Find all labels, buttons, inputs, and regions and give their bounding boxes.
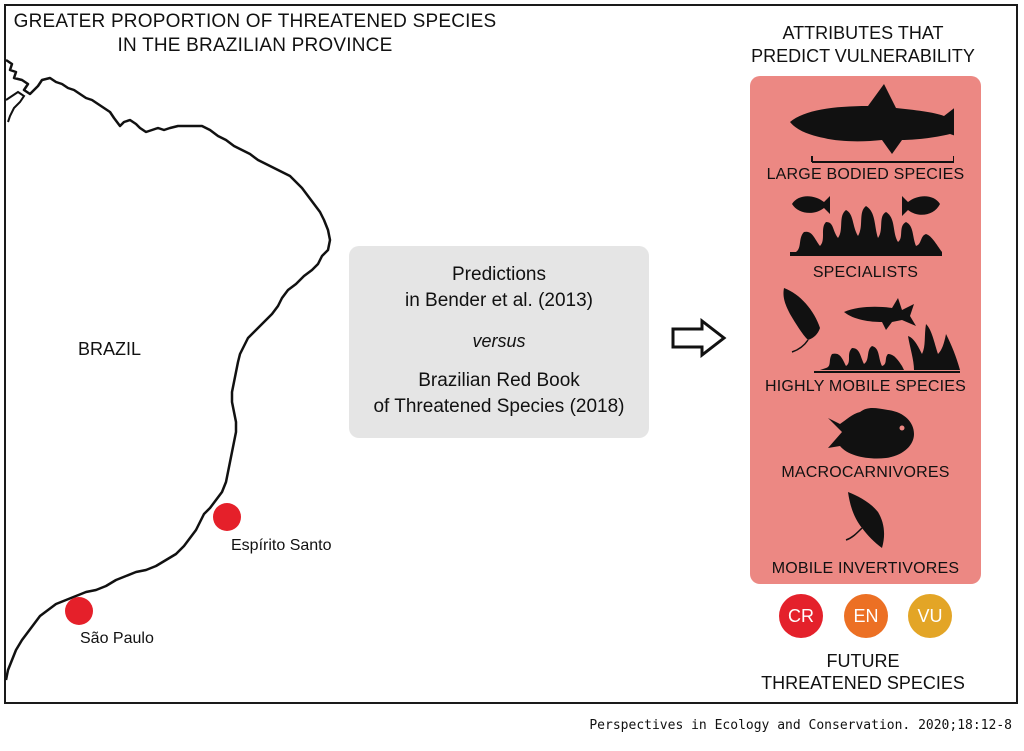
- attribute-macrocarnivores: MACROCARNIVORES: [781, 464, 950, 481]
- versus-label: versus: [472, 331, 526, 351]
- country-label: BRAZIL: [78, 339, 142, 359]
- title-line-1: GREATER PROPORTION OF THREATENED SPECIES: [13, 11, 497, 32]
- attribute-specialists: SPECIALISTS: [812, 264, 919, 281]
- attribute-large-bodied-species: LARGE BODIED SPECIES: [766, 166, 965, 183]
- attribute-highly-mobile-species: HIGHLY MOBILE SPECIES: [764, 378, 966, 395]
- stingray-icon: [845, 492, 885, 548]
- attributes-title-line-2: PREDICT VULNERABILITY: [751, 46, 975, 66]
- sao-paulo-marker: [65, 597, 93, 625]
- comparison-line-3: Brazilian Red Book: [418, 370, 580, 391]
- espirito-santo-marker: [213, 503, 241, 531]
- shark-icon: [790, 84, 954, 163]
- citation-text: Perspectives in Ecology and Conservation…: [589, 718, 1012, 733]
- future-line-1: FUTURE: [826, 651, 900, 671]
- future-line-2: THREATENED SPECIES: [761, 673, 965, 693]
- coral-reef-fish-icon: [790, 196, 942, 256]
- coastline-path: [4, 58, 332, 681]
- attributes-title-line-1: ATTRIBUTES THAT: [782, 23, 944, 43]
- comparison-line-1: Predictions: [452, 264, 546, 285]
- ray-shark-coral-icon: [783, 288, 960, 373]
- status-badge-en: EN: [844, 594, 888, 638]
- status-badge-cr: CR: [779, 594, 823, 638]
- status-badge-vu: VU: [908, 594, 952, 638]
- comparison-box: Predictions in Bender et al. (2013) vers…: [349, 246, 649, 438]
- attributes-panel: LARGE BODIED SPECIES SPECIALISTS HIGHLY …: [750, 76, 981, 584]
- future-threatened-label: FUTURE THREATENED SPECIES: [740, 650, 986, 694]
- comparison-line-4: of Threatened Species (2018): [373, 396, 625, 417]
- figure-title: GREATER PROPORTION OF THREATENED SPECIES…: [12, 10, 498, 58]
- attribute-mobile-invertivores: MOBILE INVERTIVORES: [771, 560, 960, 577]
- grouper-fish-icon: [828, 408, 914, 459]
- right-arrow-icon: [671, 318, 727, 358]
- coastline-detail-path: [5, 90, 26, 123]
- comparison-line-2: in Bender et al. (2013): [404, 290, 593, 311]
- city-label-sao-paulo: São Paulo: [80, 630, 154, 647]
- attributes-title: ATTRIBUTES THAT PREDICT VULNERABILITY: [740, 22, 986, 68]
- title-line-2: IN THE BRAZILIAN PROVINCE: [117, 35, 393, 56]
- city-label-espirito-santo: Espírito Santo: [231, 537, 332, 554]
